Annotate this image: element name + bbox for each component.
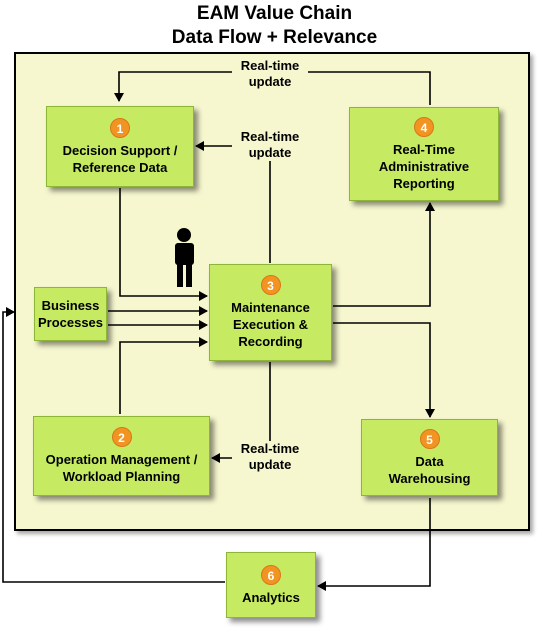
warehouse-label-2: Warehousing <box>388 470 471 486</box>
realtime-middle-line-2: update <box>248 145 292 160</box>
analytics-box: 6 Analytics <box>226 552 316 618</box>
maintenance-label-3: Recording <box>238 334 303 349</box>
arrow-maintenance-to-reporting <box>333 202 435 307</box>
reporting-label-3: Reporting <box>393 175 455 191</box>
arrow-analytics-to-business <box>2 307 225 583</box>
business-processes-box: Business Processes <box>34 287 107 341</box>
business-label-2: Processes <box>37 315 104 330</box>
operation-management-box: 2 Operation Management / Workload Planni… <box>33 416 210 496</box>
arrow-decision-to-maintenance <box>119 188 208 301</box>
diagram-title: EAM Value Chain Data Flow + Relevance <box>0 2 549 50</box>
realtime-middle-line-1: Real-time <box>240 129 300 144</box>
realtime-bottom-line-2: update <box>248 457 292 472</box>
realtime-top-line-1: Real-time <box>240 58 300 73</box>
decision-support-label-2: Reference Data <box>72 159 168 175</box>
realtime-update-label-top: Real-time update <box>232 58 308 90</box>
realtime-update-label-middle: Real-time update <box>232 129 308 161</box>
step-badge-5: 5 <box>419 428 440 449</box>
arrow-operation-to-maintenance <box>119 337 208 414</box>
operation-label-2: Workload Planning <box>62 469 181 484</box>
maintenance-execution-box: 3 Maintenance Execution & Recording <box>209 264 332 361</box>
analytics-label: Analytics <box>242 589 300 605</box>
step-badge-6: 6 <box>261 564 281 585</box>
step-badge-2: 2 <box>111 427 132 447</box>
step-badge-1: 1 <box>110 117 130 138</box>
step-badge-3: 3 <box>260 275 281 295</box>
decision-support-box: 1 Decision Support / Reference Data <box>46 106 194 187</box>
realtime-update-label-bottom: Real-time update <box>232 441 308 473</box>
title-line-1: EAM Value Chain <box>196 3 353 24</box>
title-line-2: Data Flow + Relevance <box>171 27 378 48</box>
maintenance-label-1: Maintenance <box>231 300 310 315</box>
realtime-top-line-2: update <box>248 74 292 89</box>
warehouse-label-1: Data <box>415 453 444 469</box>
decision-support-label: Decision Support / <box>62 142 178 158</box>
maintenance-label-2: Execution & <box>232 317 309 332</box>
arrow-warehouse-to-analytics <box>317 498 431 591</box>
data-warehousing-box: 5 Data Warehousing <box>361 419 498 496</box>
business-label-1: Business <box>41 298 100 313</box>
realtime-bottom-line-1: Real-time <box>240 441 300 456</box>
realtime-reporting-box: 4 Real-Time Administrative Reporting <box>349 107 499 201</box>
person-icon <box>175 228 194 287</box>
arrow-maintenance-to-warehouse <box>333 322 435 418</box>
reporting-label-1: Real-Time <box>393 141 455 157</box>
operation-label-1: Operation Management / <box>45 452 198 467</box>
arrow-maintenance-to-decision <box>195 141 271 263</box>
step-badge-4: 4 <box>414 116 434 137</box>
reporting-label-2: Administrative <box>378 158 470 174</box>
